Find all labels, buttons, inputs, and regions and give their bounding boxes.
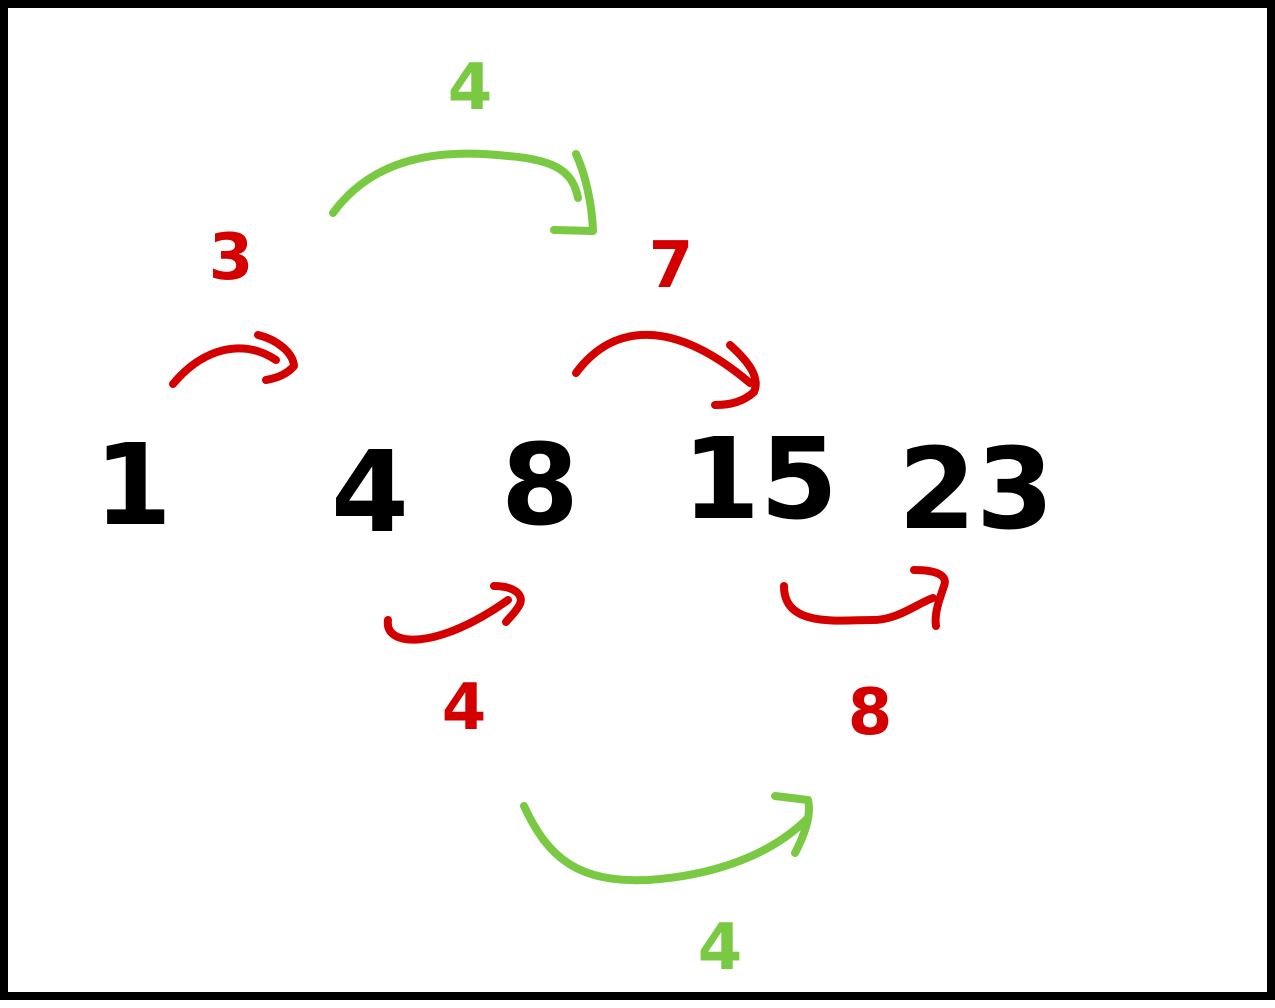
- term-3: 8: [501, 421, 579, 551]
- sequence-terms: 1 4 8 15 23: [94, 415, 1054, 558]
- first-difference-arrows: [169, 330, 949, 644]
- difference-label-3: 7: [649, 229, 694, 303]
- second-difference-label-bottom: 4: [698, 911, 743, 985]
- term-1: 1: [94, 421, 172, 551]
- arrow-15-to-23: [780, 566, 949, 630]
- arrow-8-to-15: [572, 330, 760, 409]
- arrow-1-to-4: [169, 331, 298, 388]
- difference-label-4: 8: [848, 676, 893, 750]
- difference-label-1: 3: [209, 221, 254, 295]
- term-4: 15: [682, 415, 838, 545]
- second-arrow-top: [329, 149, 597, 235]
- difference-label-2: 4: [442, 671, 487, 745]
- sequence-differences-diagram: 1 4 8 15 23 3 4 7 8 4 4: [94, 51, 1054, 985]
- second-difference-labels: 4 4: [448, 51, 743, 985]
- term-2: 4: [331, 428, 409, 558]
- second-arrow-bottom: [520, 792, 813, 885]
- second-difference-arrows: [329, 149, 813, 885]
- arrow-4-to-8: [383, 582, 525, 644]
- first-difference-labels: 3 4 7 8: [209, 221, 893, 750]
- second-difference-label-top: 4: [448, 51, 493, 125]
- term-5: 23: [898, 425, 1054, 555]
